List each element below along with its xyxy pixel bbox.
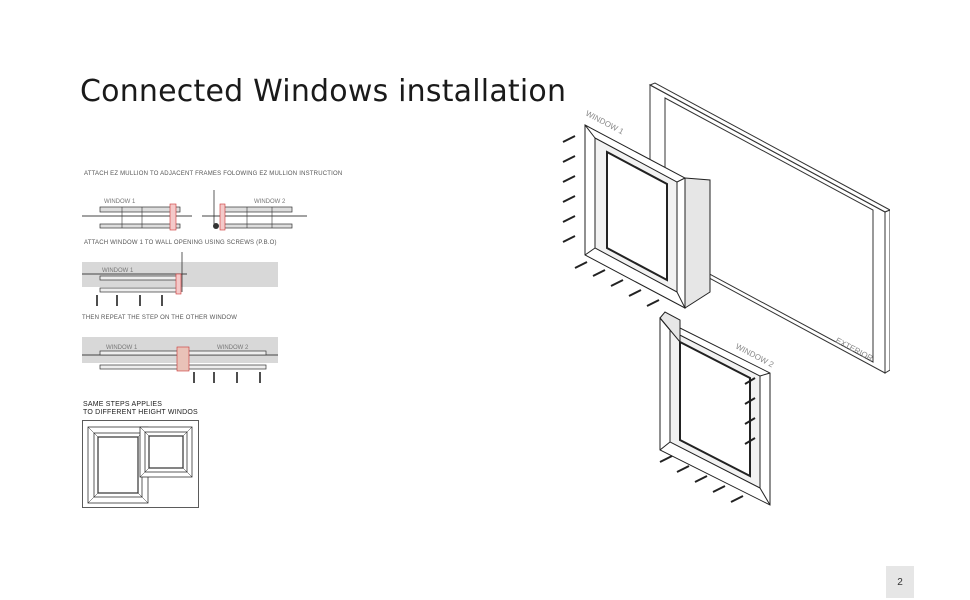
step-1-diagram: WINDOW 1 WINDOW 2 [82,190,307,231]
step-1-caption: ATTACH EZ MULLION TO ADJACENT FRAMES FOL… [84,171,343,177]
step-3-window-1-label: WINDOW 1 [106,345,138,351]
step-1-window-2-label: WINDOW 2 [254,199,286,205]
window-2-screws [659,377,756,503]
step-4-caption-line-1: SAME STEPS APPLIES [83,401,163,408]
step-1-window-1-label: WINDOW 1 [104,199,136,205]
page-title: Connected Windows installation [80,74,567,109]
step-3-diagram: WINDOW 1 WINDOW 2 [82,337,278,383]
page-number: 2 [886,566,914,598]
step-3-window-2-label: WINDOW 2 [217,345,249,351]
step-2-caption: ATTACH WINDOW 1 TO WALL OPENING USING SC… [84,240,277,246]
step-3-caption: THEN REPEAT THE STEP ON THE OTHER WINDOW [82,315,238,321]
step-4-diagram [82,420,199,508]
window-1-screws [562,135,660,307]
isometric-installation-illustration: EXTERIOR WINDOW 1 WINDOW 2 [562,82,890,506]
window-2-unit [659,311,771,506]
step-4-caption-line-2: TO DIFFERENT HEIGHT WINDOS [83,409,198,416]
step-4-caption: SAME STEPS APPLIES TO DIFFERENT HEIGHT W… [83,401,243,417]
step-2-diagram: WINDOW 1 [82,252,278,306]
exterior-label: EXTERIOR [834,336,875,363]
window-1-unit [584,124,711,309]
step-2-window-1-label: WINDOW 1 [102,268,134,274]
